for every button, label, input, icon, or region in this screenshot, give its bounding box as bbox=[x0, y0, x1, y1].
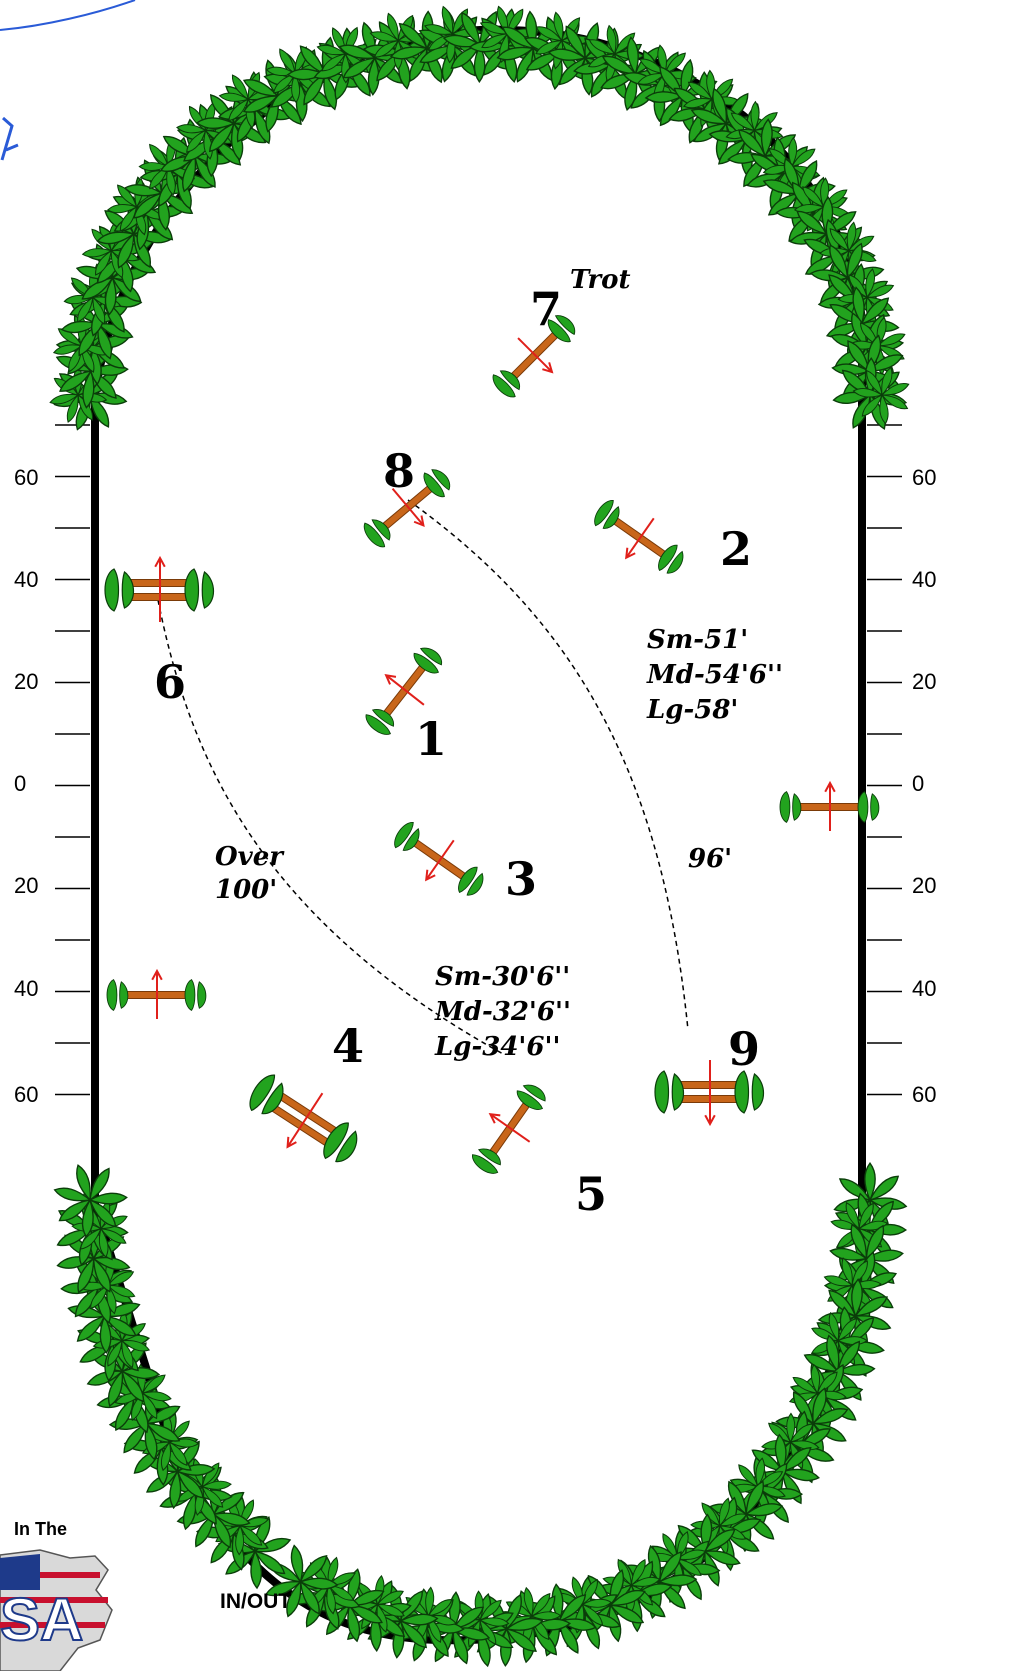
logo-letters: SA bbox=[0, 1586, 83, 1653]
jump-side-left bbox=[106, 968, 207, 1019]
jump3-height-sm: Sm-30'6'' bbox=[435, 962, 570, 992]
distance-note-100: 100' bbox=[215, 875, 277, 905]
jump-arrow-head bbox=[154, 555, 166, 568]
scale-label: 0 bbox=[912, 771, 924, 796]
scale-label: 40 bbox=[14, 567, 38, 592]
jump-standard bbox=[106, 979, 129, 1011]
scale-label: 0 bbox=[14, 771, 26, 796]
jump-number-5: 5 bbox=[575, 1167, 607, 1221]
jump-arrow-head bbox=[488, 1113, 501, 1124]
jump-1 bbox=[361, 641, 448, 740]
track-line-8-to-9 bbox=[407, 499, 689, 1031]
jump-arrow bbox=[425, 839, 455, 881]
jump-3 bbox=[389, 818, 490, 902]
jump-standard bbox=[104, 568, 135, 612]
jump-number-8: 8 bbox=[383, 444, 415, 498]
jump-arrow bbox=[517, 337, 553, 373]
jump-arrow bbox=[286, 1092, 324, 1148]
jump-side-right bbox=[779, 780, 880, 831]
jump-number-1: 1 bbox=[415, 712, 447, 766]
jump-standard bbox=[857, 791, 880, 823]
jump-standard bbox=[779, 791, 802, 823]
jump-arrow bbox=[625, 517, 655, 559]
scale-label: 20 bbox=[912, 873, 936, 898]
jump2-height-lg: Lg-58' bbox=[646, 695, 738, 725]
jump-standard bbox=[184, 568, 215, 612]
jump-standard bbox=[654, 1070, 685, 1114]
jump-standard bbox=[184, 979, 207, 1011]
jump-9 bbox=[654, 1060, 765, 1127]
jump-8 bbox=[359, 463, 456, 552]
logo-canton bbox=[0, 1554, 40, 1590]
jump-standard bbox=[734, 1070, 765, 1114]
distance-note-96: 96' bbox=[688, 844, 732, 874]
jump3-height-lg: Lg-34'6'' bbox=[434, 1032, 560, 1062]
usa-logo: In The SA bbox=[0, 1519, 113, 1671]
scale-labels-left: 60 40 20 0 20 40 60 bbox=[14, 465, 38, 1107]
jump-arrow-head bbox=[151, 968, 163, 981]
jump-arrow-head bbox=[824, 780, 836, 793]
jumps-layer bbox=[104, 308, 880, 1179]
jump-7 bbox=[488, 308, 582, 402]
scale-ticks bbox=[55, 424, 902, 1096]
jump-arrow-head bbox=[542, 362, 554, 374]
jump-number-9: 9 bbox=[728, 1022, 760, 1076]
jump2-height-sm: Sm-51' bbox=[647, 625, 748, 655]
scale-label: 60 bbox=[14, 1082, 38, 1107]
jump-arrow-head bbox=[286, 1136, 297, 1149]
scale-label: 60 bbox=[912, 465, 936, 490]
logo-caption: In The bbox=[14, 1519, 67, 1539]
jump-6 bbox=[104, 555, 215, 622]
scale-label: 60 bbox=[14, 465, 38, 490]
jump-arrow-head bbox=[384, 673, 397, 685]
scale-labels-right: 60 40 20 0 20 40 60 bbox=[912, 465, 936, 1107]
scale-label: 40 bbox=[912, 976, 936, 1001]
jump-arrow bbox=[489, 1113, 531, 1143]
scale-label: 60 bbox=[912, 1082, 936, 1107]
track-line-6-to-5 bbox=[157, 599, 506, 1056]
jump-arrow bbox=[391, 487, 425, 527]
header-fragment bbox=[0, 116, 19, 161]
jump-5 bbox=[468, 1078, 552, 1179]
scale-label: 40 bbox=[14, 976, 38, 1001]
jump-2 bbox=[589, 496, 690, 580]
jump-4 bbox=[243, 1069, 366, 1170]
jump-number-4: 4 bbox=[332, 1019, 364, 1073]
scale-label: 20 bbox=[14, 669, 38, 694]
scale-label: 40 bbox=[912, 567, 936, 592]
jump-arrow-head bbox=[413, 515, 425, 527]
jump-arrow-head bbox=[704, 1114, 716, 1127]
jump-arrow-head bbox=[625, 547, 636, 560]
jump-number-6: 6 bbox=[154, 655, 186, 709]
jump-number-7: 7 bbox=[530, 282, 562, 336]
jump2-height-md: Md-54'6'' bbox=[646, 660, 783, 690]
foliage-border bbox=[39, 0, 921, 1671]
jump-arrow bbox=[385, 674, 425, 706]
distance-note-over: Over bbox=[215, 842, 285, 872]
jump-number-3: 3 bbox=[505, 852, 537, 906]
jump-arrow-head bbox=[425, 869, 436, 882]
scale-label: 20 bbox=[912, 669, 936, 694]
jump-number-2: 2 bbox=[720, 522, 752, 576]
jump3-height-md: Md-32'6'' bbox=[434, 997, 571, 1027]
entrance-label: IN/OUT bbox=[220, 1590, 291, 1613]
trot-note: Trot bbox=[570, 265, 631, 295]
scale-label: 20 bbox=[14, 873, 38, 898]
arena-outline bbox=[91, 25, 866, 1645]
header-arc bbox=[0, 0, 136, 31]
